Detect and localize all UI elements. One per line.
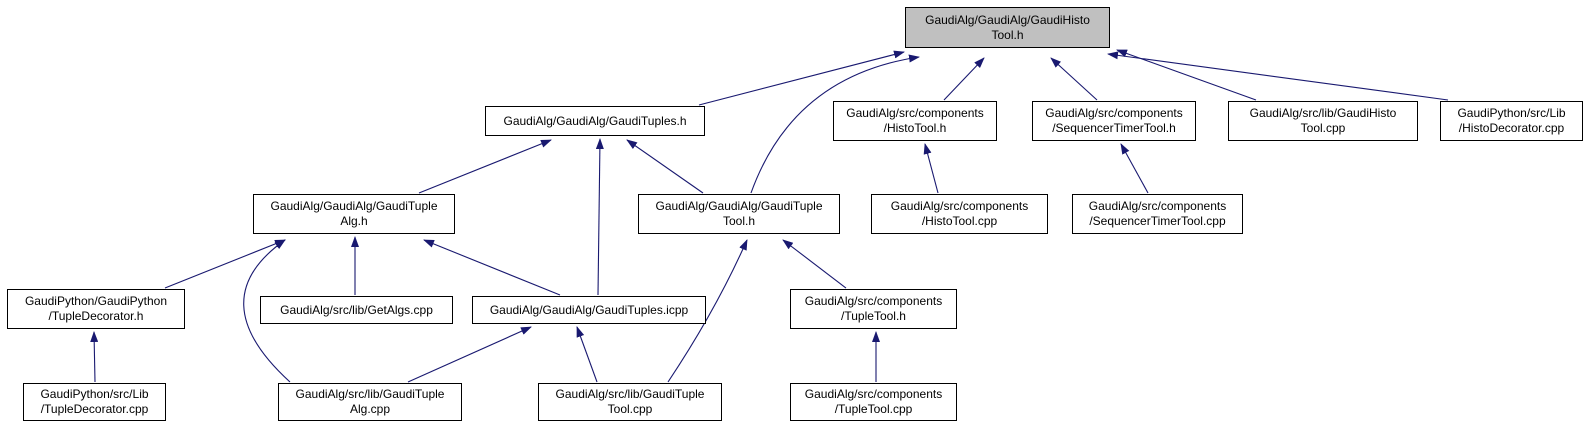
- graph-node-tuple-decorator-h[interactable]: GaudiPython/GaudiPython/TupleDecorator.h: [7, 289, 185, 329]
- edge-sequencer-timer-tool-cpp--to--sequencer-timer-tool-h: [1120, 143, 1149, 194]
- node-label-line-1: GaudiAlg/src/components: [1045, 106, 1183, 120]
- edge-tuple-decorator-h--to--gaudi-tuple-alg-h: [164, 239, 286, 289]
- node-label-line-1: GaudiAlg/GaudiAlg/GaudiTuple: [270, 199, 438, 213]
- edge-histo-decorator-cpp--to--gaudi-histo-tool-h: [1107, 51, 1449, 101]
- edge-gaudi-tuple-alg-cpp--to--gaudi-tuple-alg-h: [243, 239, 291, 383]
- edge-gaudi-tuple-alg-cpp--to--gaudi-tuples-icpp: [407, 326, 532, 383]
- edge-histo-tool-cpp--to--histo-tool-h: [923, 143, 939, 194]
- node-label-line-2: Tool.h: [722, 214, 756, 228]
- node-label-line-2: /HistoDecorator.cpp: [1458, 121, 1565, 135]
- node-label-line-1: GaudiAlg/src/lib/GaudiTuple: [295, 387, 445, 401]
- edge-gaudi-tuple-alg-h--to--gaudi-tuples-h: [418, 139, 552, 194]
- node-label-line-1: GaudiPython/src/Lib: [40, 387, 149, 401]
- node-label-line-2: Tool.cpp: [607, 402, 653, 416]
- edge-gaudi-tuple-tool-h--to--gaudi-tuples-h: [626, 139, 704, 194]
- node-label-line-2: /SequencerTimerTool.cpp: [1089, 214, 1226, 228]
- graph-node-sequencer-timer-tool-cpp[interactable]: GaudiAlg/src/components/SequencerTimerTo…: [1072, 194, 1243, 234]
- node-label-line-2: /HistoTool.cpp: [921, 214, 998, 228]
- node-label-line-1: GaudiAlg/src/components: [804, 387, 943, 401]
- graph-node-histo-decorator-cpp[interactable]: GaudiPython/src/Lib/HistoDecorator.cpp: [1440, 101, 1583, 141]
- graph-node-gaudi-tuples-icpp[interactable]: GaudiAlg/GaudiAlg/GaudiTuples.icpp: [472, 296, 706, 324]
- graph-node-get-algs-cpp[interactable]: GaudiAlg/src/lib/GetAlgs.cpp: [260, 296, 453, 324]
- edge-gaudi-tuples-icpp--to--gaudi-tuples-h: [595, 138, 604, 296]
- graph-node-histo-tool-h[interactable]: GaudiAlg/src/components/HistoTool.h: [833, 101, 997, 141]
- node-label-line-2: /TupleTool.h: [841, 309, 906, 323]
- graph-node-tuple-tool-cpp[interactable]: GaudiAlg/src/components/TupleTool.cpp: [790, 383, 957, 421]
- graph-node-tuple-tool-h[interactable]: GaudiAlg/src/components/TupleTool.h: [790, 289, 957, 329]
- node-label-line-1: GaudiAlg/src/lib/GetAlgs.cpp: [280, 302, 433, 317]
- edge-histo-tool-h--to--gaudi-histo-tool-h: [943, 57, 985, 101]
- node-label-line-1: GaudiAlg/GaudiAlg/GaudiTuples.h: [503, 113, 687, 128]
- node-label-line-1: GaudiAlg/GaudiAlg/GaudiTuple: [655, 199, 823, 213]
- edge-gaudi-tuple-tool-cpp--to--gaudi-tuple-tool-h: [667, 239, 748, 383]
- node-label-line-2: Tool.h: [991, 27, 1024, 42]
- node-label-line-1: GaudiAlg/src/components: [890, 199, 1029, 213]
- edge-gaudi-tuple-tool-h--to--gaudi-histo-tool-h: [750, 54, 920, 194]
- graph-node-histo-tool-cpp[interactable]: GaudiAlg/src/components/HistoTool.cpp: [871, 194, 1048, 234]
- node-label-line-1: GaudiAlg/GaudiAlg/GaudiTuples.icpp: [489, 302, 689, 317]
- node-label-line-2: /HistoTool.h: [883, 121, 947, 135]
- node-label-line-2: /TupleTool.cpp: [834, 402, 913, 416]
- node-label-line-2: /SequencerTimerTool.h: [1052, 121, 1176, 135]
- node-label-line-2: /TupleDecorator.h: [48, 309, 144, 323]
- graph-node-sequencer-timer-tool-h[interactable]: GaudiAlg/src/components/SequencerTimerTo…: [1032, 101, 1196, 141]
- edge-sequencer-timer-tool-h--to--gaudi-histo-tool-h: [1050, 57, 1098, 101]
- graph-node-gaudi-tuples-h[interactable]: GaudiAlg/GaudiAlg/GaudiTuples.h: [485, 106, 705, 136]
- graph-node-tuple-decorator-cpp[interactable]: GaudiPython/src/Lib/TupleDecorator.cpp: [23, 383, 166, 421]
- edge-gaudi-tuple-tool-cpp--to--gaudi-tuples-icpp: [576, 326, 598, 383]
- node-label-line-1: GaudiAlg/src/components: [1088, 199, 1227, 213]
- node-label-line-1: GaudiAlg/GaudiAlg/GaudiHisto: [925, 12, 1090, 27]
- node-label-line-2: Alg.h: [340, 214, 368, 228]
- node-label-line-1: GaudiAlg/src/lib/GaudiHisto: [1249, 106, 1397, 120]
- node-label-line-1: GaudiAlg/src/components: [804, 294, 943, 308]
- edge-gaudi-tuples-h--to--gaudi-histo-tool-h: [698, 50, 905, 106]
- node-label-line-1: GaudiAlg/src/components: [846, 106, 984, 120]
- node-label-line-2: /TupleDecorator.cpp: [40, 402, 149, 416]
- edge-tuple-decorator-cpp--to--tuple-decorator-h: [90, 331, 99, 383]
- node-label-line-1: GaudiPython/src/Lib: [1457, 106, 1566, 120]
- edge-gaudi-tuples-icpp--to--gaudi-tuple-alg-h: [423, 239, 561, 296]
- node-label-line-2: Tool.cpp: [1300, 121, 1346, 135]
- node-label-line-1: GaudiPython/GaudiPython: [24, 294, 168, 308]
- node-label-line-1: GaudiAlg/src/lib/GaudiTuple: [555, 387, 705, 401]
- edge-tuple-tool-h--to--gaudi-tuple-tool-h: [782, 239, 847, 289]
- node-label-line-2: Alg.cpp: [349, 402, 391, 416]
